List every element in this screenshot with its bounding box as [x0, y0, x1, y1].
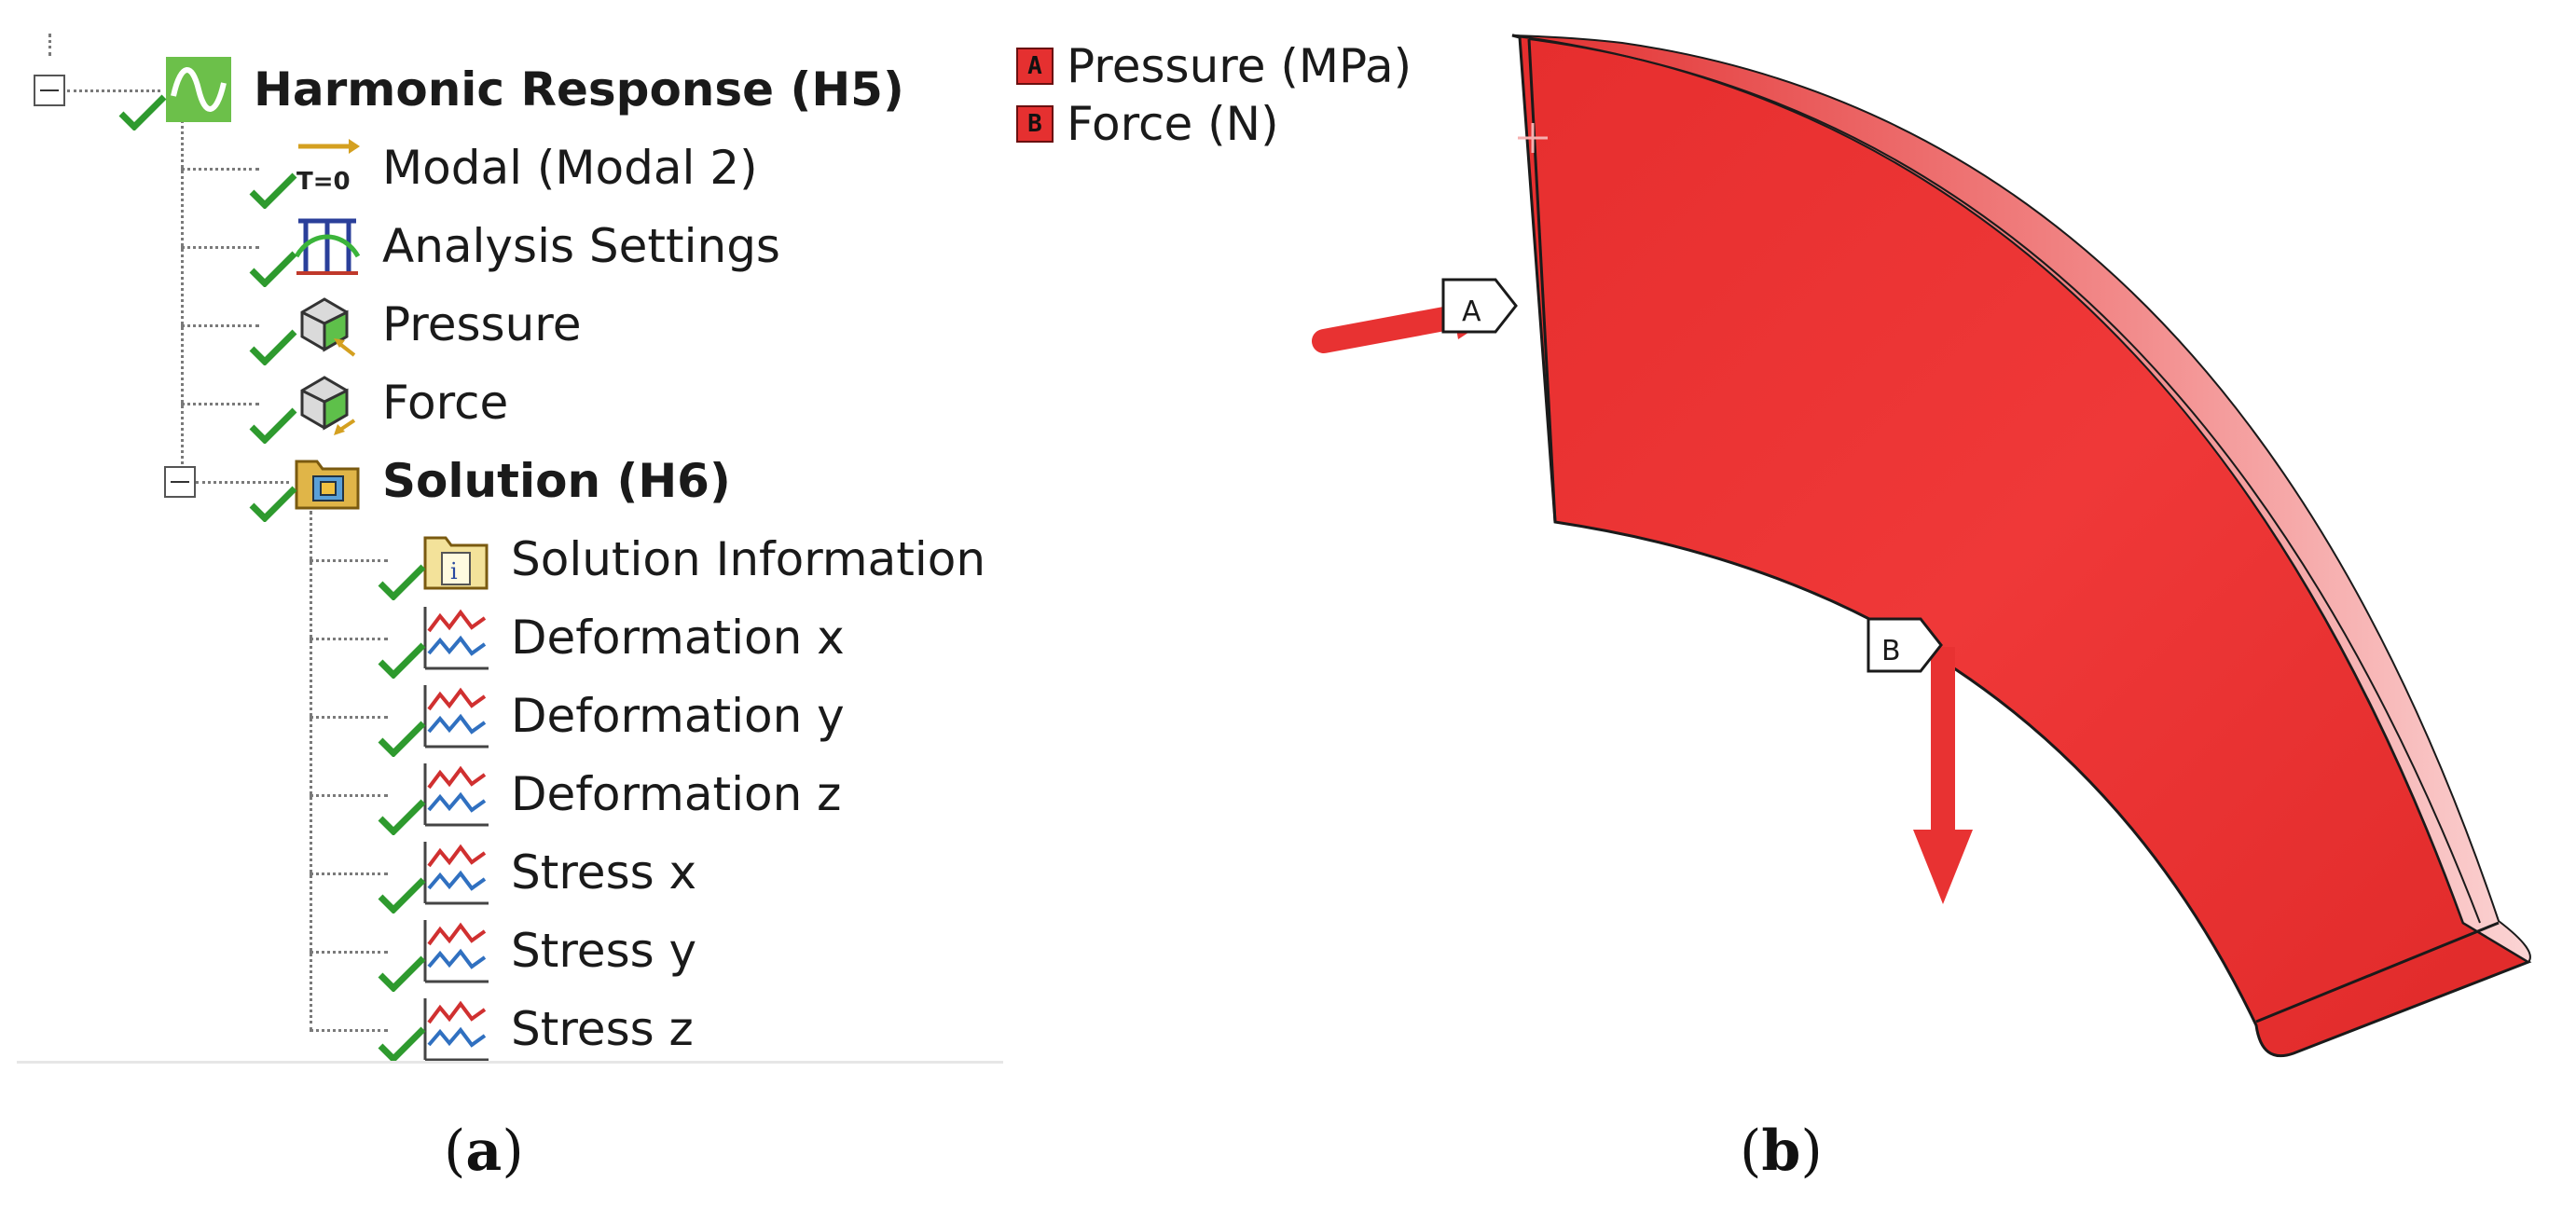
initial-condition-icon: T=0	[293, 133, 362, 202]
load-legend: A Pressure (MPa) B Force (N)	[1016, 37, 1412, 153]
tree-node-label: Modal (Modal 2)	[382, 141, 758, 195]
plate-edge-line	[1528, 38, 2481, 924]
checkmark-icon	[377, 955, 427, 992]
tree-node-label: Stress z	[511, 1002, 694, 1056]
caption-a: (a)	[444, 1119, 524, 1184]
tree-node-harmonic-response[interactable]: Harmonic Response (H5)	[164, 52, 904, 127]
tree-connector	[310, 951, 388, 954]
tree-node-solution[interactable]: Solution (H6)	[293, 444, 731, 518]
frequency-response-icon	[421, 838, 490, 907]
checkmark-icon	[377, 876, 427, 914]
tree-node-label: Solution Information	[511, 532, 986, 586]
frequency-response-icon	[421, 916, 490, 985]
tree-node-modal[interactable]: T=0 Modal (Modal 2)	[293, 131, 758, 205]
tree-node-analysis-settings[interactable]: Analysis Settings	[293, 209, 780, 283]
modal-icon-text: T=0	[296, 168, 351, 196]
frequency-response-icon	[421, 681, 490, 750]
tree-connector	[196, 481, 289, 484]
tree-node-deformation-z[interactable]: Deformation z	[421, 757, 841, 831]
tree-node-deformation-y[interactable]: Deformation y	[421, 679, 845, 753]
legend-item-pressure: A Pressure (MPa)	[1016, 37, 1412, 95]
legend-label: Pressure (MPa)	[1067, 39, 1412, 93]
harmonic-response-icon	[164, 55, 233, 124]
tree-connector	[181, 403, 259, 405]
legend-tag-b: B	[1016, 105, 1054, 143]
tree-connector	[310, 716, 388, 719]
pressure-load-icon	[293, 290, 362, 359]
checkmark-icon	[248, 406, 298, 444]
collapse-toggle-solution[interactable]	[164, 466, 196, 498]
tree-node-deformation-x[interactable]: Deformation x	[421, 600, 845, 675]
caption-b: (b)	[1740, 1119, 1823, 1184]
solution-information-icon: i	[421, 525, 490, 594]
analysis-settings-icon	[293, 212, 362, 281]
tree-node-label: Stress y	[511, 924, 697, 978]
solution-folder-icon	[293, 447, 362, 515]
outline-tree: Harmonic Response (H5) T=0 Modal (Modal …	[0, 0, 1007, 1066]
tree-connector	[181, 119, 184, 483]
frequency-response-icon	[421, 995, 490, 1064]
checkmark-icon	[377, 641, 427, 679]
legend-tag-a: A	[1016, 48, 1054, 85]
checkmark-icon	[248, 328, 298, 365]
legend-label: Force (N)	[1067, 97, 1279, 151]
tree-connector	[310, 872, 388, 875]
tree-connector	[48, 34, 51, 56]
checkmark-icon	[248, 485, 298, 522]
legend-item-force: B Force (N)	[1016, 95, 1412, 153]
tree-connector	[67, 89, 160, 92]
tree-node-label: Deformation z	[511, 767, 842, 821]
curved-plate-body[interactable]	[1511, 34, 2532, 1058]
tree-connector	[310, 511, 312, 1031]
checkmark-icon	[377, 720, 427, 757]
checkmark-icon	[248, 172, 298, 209]
tree-node-label: Analysis Settings	[382, 219, 780, 273]
tree-node-solution-information[interactable]: i Solution Information	[421, 522, 985, 597]
tree-connector	[310, 1029, 388, 1032]
tree-connector	[310, 559, 388, 562]
tree-connector	[181, 324, 259, 327]
tree-connector	[181, 246, 259, 249]
tree-node-label: Harmonic Response (H5)	[254, 62, 904, 117]
marker-a-label: A	[1462, 295, 1481, 328]
checkmark-icon	[377, 1025, 427, 1063]
tree-connector	[310, 794, 388, 797]
frequency-response-icon	[421, 760, 490, 829]
force-arrow[interactable]	[1913, 647, 1973, 904]
tree-node-force[interactable]: Force	[293, 365, 508, 440]
marker-b-label: B	[1881, 635, 1901, 667]
tree-node-stress-x[interactable]: Stress x	[421, 835, 696, 910]
checkmark-icon	[377, 563, 427, 600]
marker-a[interactable]: A	[1441, 278, 1518, 334]
tree-node-label: Solution (H6)	[382, 454, 731, 508]
plate-edge-line	[2255, 921, 2500, 1024]
marker-b[interactable]: B	[1867, 617, 1943, 673]
plate-edge-line	[1527, 38, 1557, 523]
frequency-response-icon	[421, 603, 490, 672]
tree-node-pressure[interactable]: Pressure	[293, 287, 582, 362]
tree-node-label: Stress x	[511, 845, 697, 900]
tree-node-label: Deformation x	[511, 611, 845, 665]
svg-text:i: i	[450, 558, 458, 584]
tree-connector	[181, 168, 259, 171]
tree-node-label: Force	[382, 376, 509, 430]
checkmark-icon	[377, 798, 427, 835]
checkmark-icon	[248, 250, 298, 287]
force-load-icon	[293, 368, 362, 437]
checkmark-icon	[117, 93, 168, 131]
tree-node-stress-y[interactable]: Stress y	[421, 914, 696, 988]
collapse-toggle-harmonic-response[interactable]	[34, 75, 65, 106]
plate-outer-edge	[1511, 34, 2531, 964]
tree-node-label: Pressure	[382, 297, 582, 351]
tree-connector	[310, 638, 388, 640]
tree-bottom-border	[17, 1061, 1003, 1064]
tree-node-stress-z[interactable]: Stress z	[421, 992, 694, 1066]
tree-node-label: Deformation y	[511, 689, 845, 743]
